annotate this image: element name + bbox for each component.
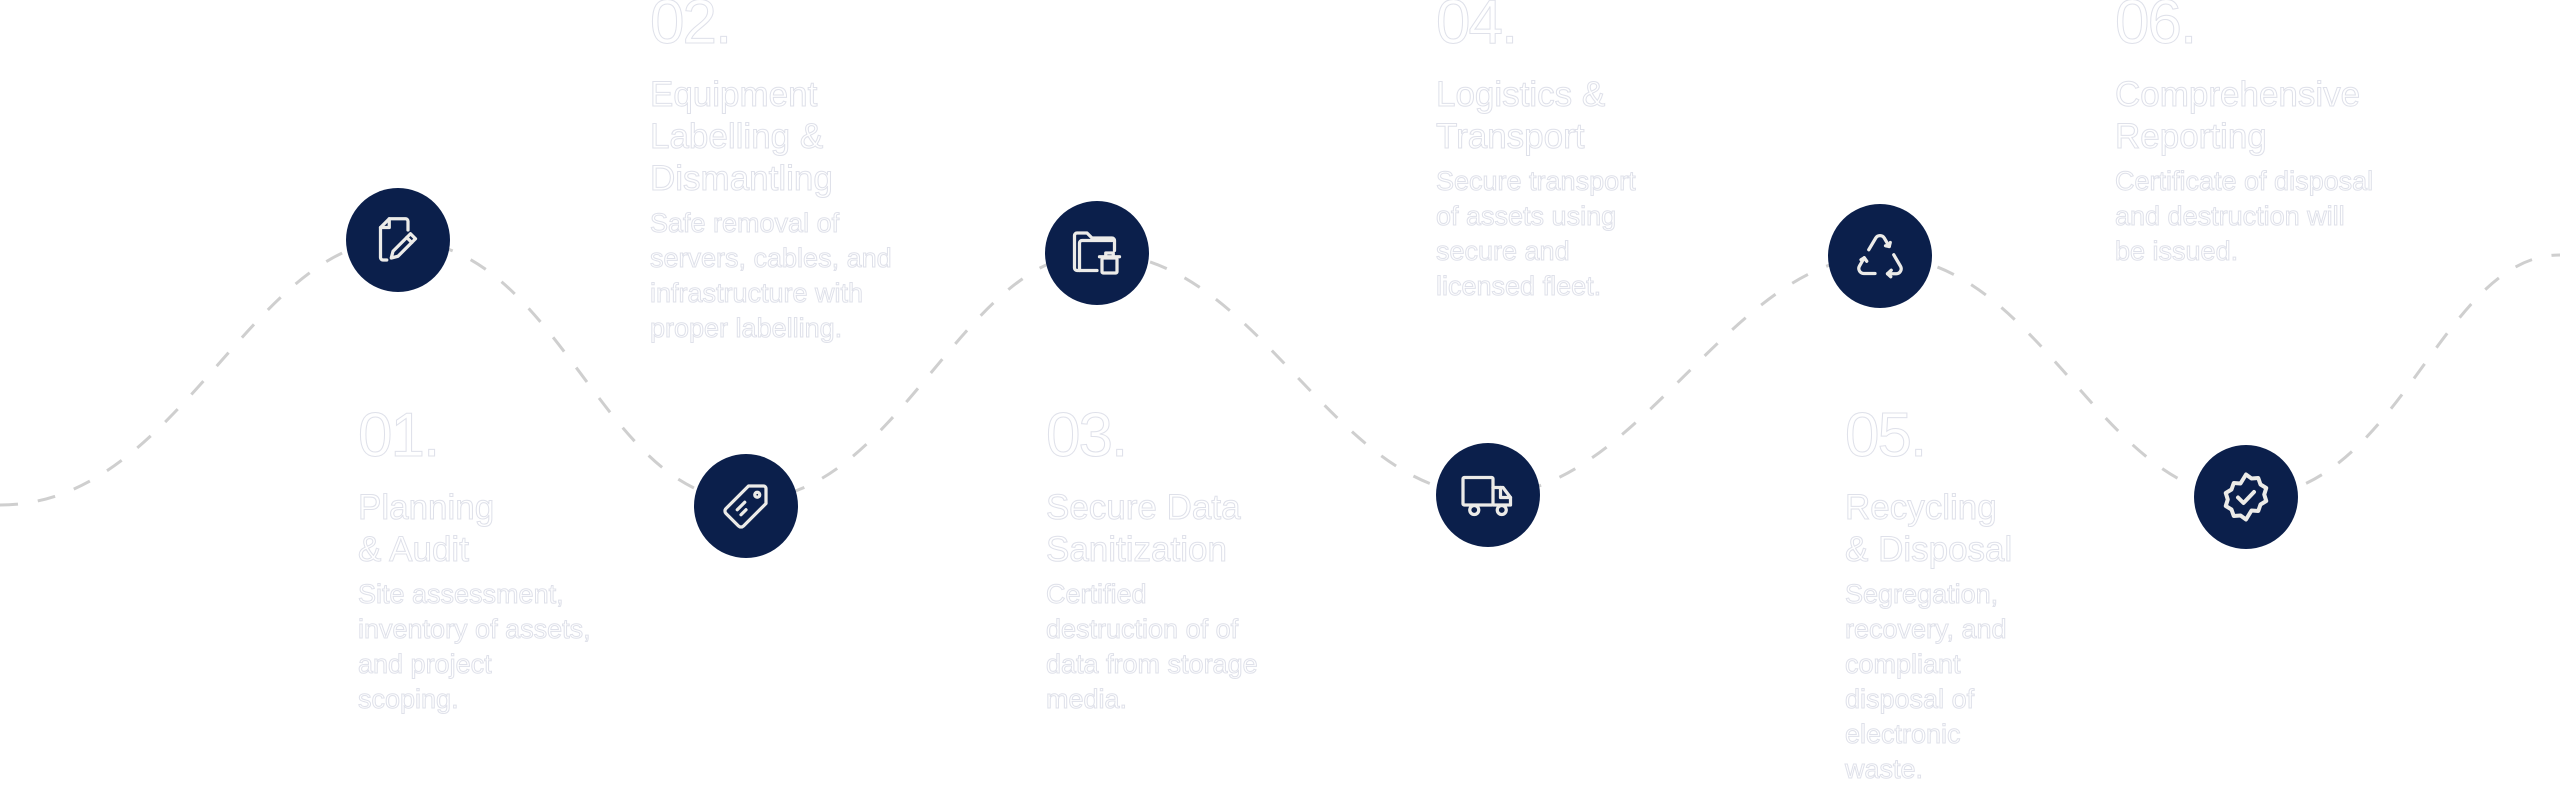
- step-6-icon-circle: [2194, 445, 2298, 549]
- desc-line: Segregation,: [1844, 579, 1999, 610]
- step-5-icon-circle: [1828, 204, 1932, 308]
- desc-line: Safe removal of: [650, 208, 840, 239]
- title-line: Secure Data: [1046, 488, 1242, 528]
- title-line: & Audit: [358, 530, 470, 570]
- desc-line: and project: [358, 649, 493, 680]
- step-title: Logistics &Transport: [1436, 74, 1636, 158]
- title-line: Reporting: [2114, 117, 2267, 157]
- step-description: Certified destruction of of data from stor…: [1046, 577, 1259, 717]
- title-line: & Disposal: [1844, 530, 2013, 570]
- step-number: 04.: [1436, 0, 1519, 57]
- title-line: Planning: [358, 488, 495, 528]
- step-title: Recycling& Disposal: [1844, 487, 2013, 571]
- desc-line: recovery, and: [1844, 614, 2007, 645]
- desc-line: inventory of assets,: [358, 614, 592, 645]
- title-line: Equipment: [650, 75, 818, 115]
- step-4-text: 04. Logistics &Transport Secure transpor…: [1436, 0, 1637, 304]
- step-2-icon-circle: [694, 454, 798, 558]
- desc-line: servers, cables, and: [650, 243, 893, 274]
- desc-line: Site assessment,: [358, 579, 565, 610]
- step-3-icon-circle: [1045, 201, 1149, 305]
- step-5-text: 05. Recycling& Disposal Segregation, reco…: [1844, 401, 2013, 787]
- step-1-icon-circle: [346, 188, 450, 292]
- title-line: Transport: [1436, 117, 1585, 157]
- desc-line: data from storage: [1046, 649, 1259, 680]
- step-description: Site assessment, inventory of assets, and …: [358, 577, 592, 717]
- desc-line: Certificate of disposal: [2114, 166, 2374, 197]
- desc-line: secure and: [1436, 236, 1571, 267]
- step-number: 06.: [2114, 0, 2197, 57]
- step-4-icon-circle: [1436, 443, 1540, 547]
- step-1-text: 01. Planning& Audit Site assessment, inve…: [358, 401, 592, 717]
- desc-line: electronic: [1844, 719, 1961, 750]
- desc-line: and destruction will: [2114, 201, 2345, 232]
- desc-line: be issued.: [2114, 236, 2239, 267]
- step-title: Planning& Audit: [358, 487, 591, 571]
- desc-line: proper labelling.: [650, 313, 843, 344]
- title-line: Comprehensive: [2114, 75, 2361, 115]
- desc-line: licensed fleet.: [1436, 271, 1602, 302]
- desc-line: infrastructure with: [650, 278, 864, 309]
- desc-line: destruction of of: [1046, 614, 1239, 645]
- step-number: 01.: [358, 401, 441, 470]
- desc-line: media.: [1046, 684, 1128, 715]
- desc-line: compliant: [1844, 649, 1961, 680]
- title-line: Dismantling: [650, 159, 834, 199]
- desc-line: disposal of: [1844, 684, 1975, 715]
- desc-line: scoping.: [358, 684, 460, 715]
- verified-badge-icon: [2223, 472, 2269, 522]
- step-description: Secure transport of assets using secure an…: [1436, 164, 1637, 304]
- desc-line: Secure transport: [1436, 166, 1637, 197]
- title-line: Labelling &: [650, 117, 824, 157]
- title-line: Logistics &: [1436, 75, 1606, 115]
- document-edit-icon: [378, 217, 418, 262]
- desc-line: Certified: [1046, 579, 1148, 610]
- step-number: 05.: [1844, 401, 1927, 470]
- step-number: 02.: [650, 0, 733, 57]
- step-description: Safe removal of servers, cables, and infra…: [650, 206, 893, 346]
- recycle-icon: [1857, 234, 1903, 279]
- title-line: Sanitization: [1046, 530, 1228, 570]
- step-number: 03.: [1046, 401, 1129, 470]
- step-description: Certificate of disposal and destruction w…: [2114, 164, 2374, 269]
- folder-delete-icon: [1072, 231, 1122, 275]
- tag-icon: [723, 484, 768, 529]
- truck-icon: [1461, 475, 1513, 517]
- desc-line: of assets using: [1436, 201, 1617, 232]
- step-description: Segregation, recovery, and compliant dispos…: [1844, 577, 2012, 787]
- title-line: Recycling: [1844, 488, 1997, 528]
- desc-line: waste.: [1844, 754, 1924, 785]
